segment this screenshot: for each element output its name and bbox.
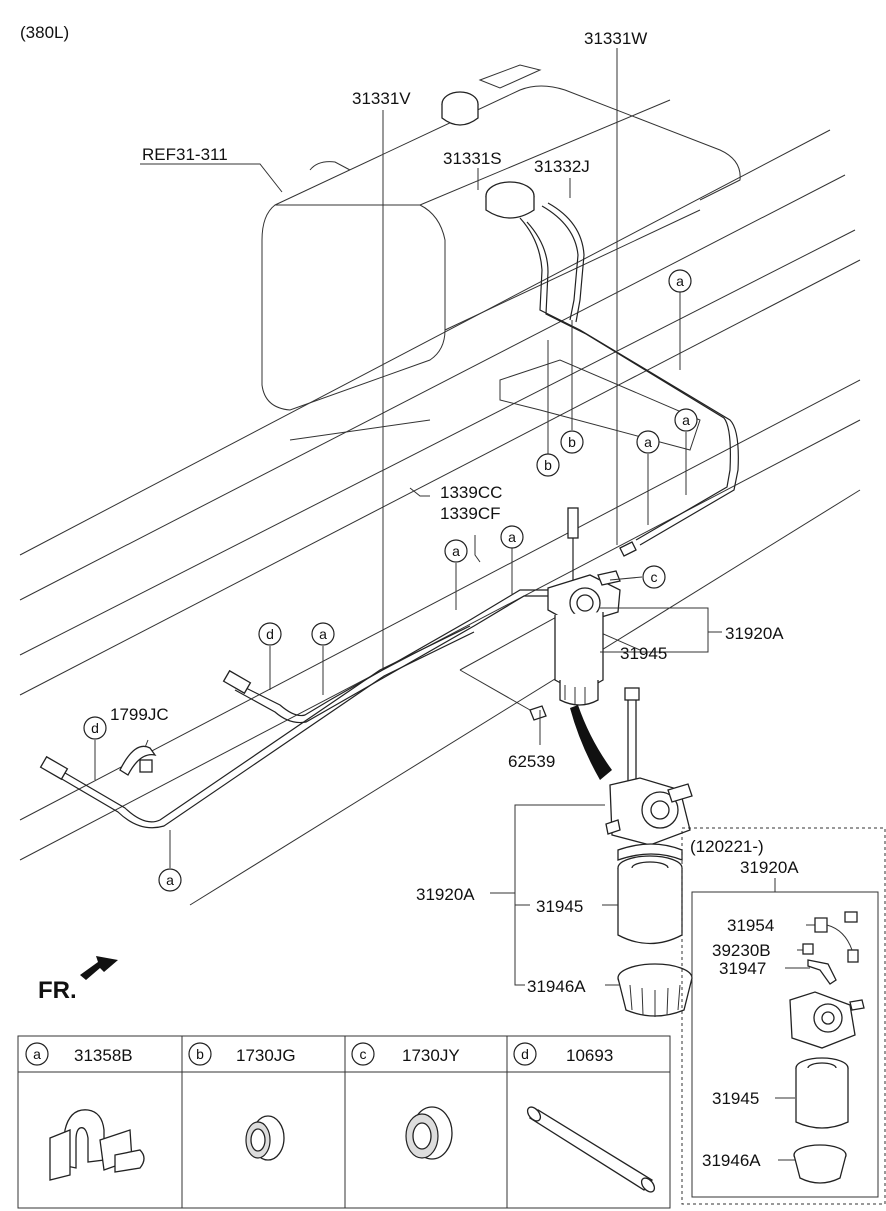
- ref-b-marker: b: [536, 453, 560, 477]
- ref-d-marker: d: [258, 622, 282, 646]
- legend-part-d: 10693: [566, 1046, 613, 1065]
- ref-a-marker: a: [444, 539, 468, 563]
- part-31920A-mid: 31920A: [416, 885, 475, 904]
- ref-d-marker: d: [83, 716, 107, 740]
- svg-text:b: b: [568, 434, 576, 450]
- inset-date-label: (120221-): [690, 837, 764, 856]
- inset-filter-element: [795, 1057, 849, 1129]
- front-indicator: FR.: [38, 956, 118, 1004]
- legend-table: a 31358B b 1730JG c 1730JY d 10693: [17, 1035, 671, 1209]
- inset-filter-head: [789, 991, 865, 1049]
- part-31946A-mid: 31946A: [527, 977, 586, 996]
- svg-text:a: a: [166, 872, 174, 888]
- legend-letter-a: a: [33, 1046, 41, 1062]
- ref-a-marker: a: [668, 269, 692, 293]
- legend-letter-d: d: [521, 1046, 529, 1062]
- legend-cell-d: d 10693: [513, 1042, 613, 1066]
- part-31331W: 31331W: [584, 29, 647, 48]
- part-31945-mid: 31945: [536, 897, 583, 916]
- legend-letter-b: b: [196, 1046, 204, 1062]
- part-31332J: 31332J: [534, 157, 590, 176]
- ref-c-marker: c: [642, 565, 666, 589]
- part-1339CF: 1339CF: [440, 504, 500, 523]
- svg-text:a: a: [644, 434, 652, 450]
- exploded-view-arrow: [570, 705, 612, 780]
- front-label: FR.: [38, 977, 77, 1004]
- legend-part-a: 31358B: [74, 1046, 133, 1065]
- grommet-1730jg-illustration: [245, 1115, 285, 1161]
- inset-part-39230B: 39230B: [712, 941, 771, 960]
- ref-a-marker: a: [158, 868, 182, 892]
- inset-part-31954: 31954: [727, 916, 774, 935]
- part-31331S: 31331S: [443, 149, 502, 168]
- svg-text:b: b: [544, 457, 552, 473]
- ref-a-marker: a: [311, 622, 335, 646]
- part-31331V: 31331V: [352, 89, 411, 108]
- front-arrow-icon: [80, 956, 118, 980]
- inset-bowl: [793, 1144, 847, 1184]
- fuel-filter-exploded: [605, 687, 693, 1017]
- ref-a-marker: a: [500, 525, 524, 549]
- variant-label: (380L): [20, 23, 69, 42]
- grommet-1730jy-illustration: [405, 1106, 453, 1160]
- ref-b-marker: b: [560, 430, 584, 454]
- svg-text:c: c: [651, 569, 658, 585]
- part-62539: 62539: [508, 752, 555, 771]
- inset-part-31946A: 31946A: [702, 1151, 761, 1170]
- svg-text:a: a: [682, 412, 690, 428]
- svg-text:d: d: [91, 720, 99, 736]
- hose-10693-illustration: [526, 1106, 656, 1193]
- inset-part-31947: 31947: [719, 959, 766, 978]
- leader-lines: [94, 48, 722, 986]
- legend-part-c: 1730JY: [402, 1046, 460, 1065]
- svg-text:a: a: [452, 543, 460, 559]
- part-31920A-top: 31920A: [725, 624, 784, 643]
- legend-letter-c: c: [360, 1046, 367, 1062]
- fuel-lines: [39, 202, 739, 829]
- legend-cell-b: b 1730JG: [188, 1042, 296, 1066]
- svg-text:a: a: [508, 529, 516, 545]
- legend-part-b: 1730JG: [236, 1046, 296, 1065]
- inset-part-31945: 31945: [712, 1089, 759, 1108]
- inset-assembly-label: 31920A: [740, 858, 799, 877]
- legend-cell-c: c 1730JY: [351, 1042, 460, 1066]
- ref-letter-markers: a a a a a a a b b c d d: [83, 269, 698, 892]
- legend-cell-a: a 31358B: [25, 1042, 133, 1066]
- part-1339CC: 1339CC: [440, 483, 502, 502]
- fuel-tank: [261, 64, 741, 411]
- part-1799JC: 1799JC: [110, 705, 169, 724]
- clip-1799jc: [119, 745, 157, 776]
- inset-panel: (120221-) 31920A 31954 39230B 31947 3194…: [681, 827, 886, 1205]
- ref-a-marker: a: [636, 430, 660, 454]
- ref-31-311: REF31-311: [142, 145, 228, 164]
- clamp-31358b-illustration: [49, 1109, 145, 1181]
- ref-a-marker: a: [674, 408, 698, 432]
- svg-text:d: d: [266, 626, 274, 642]
- svg-text:a: a: [319, 626, 327, 642]
- part-31945-top: 31945: [620, 644, 667, 663]
- svg-text:a: a: [676, 273, 684, 289]
- inset-sensor: [802, 911, 859, 985]
- fuel-filter-in-situ: [529, 570, 621, 721]
